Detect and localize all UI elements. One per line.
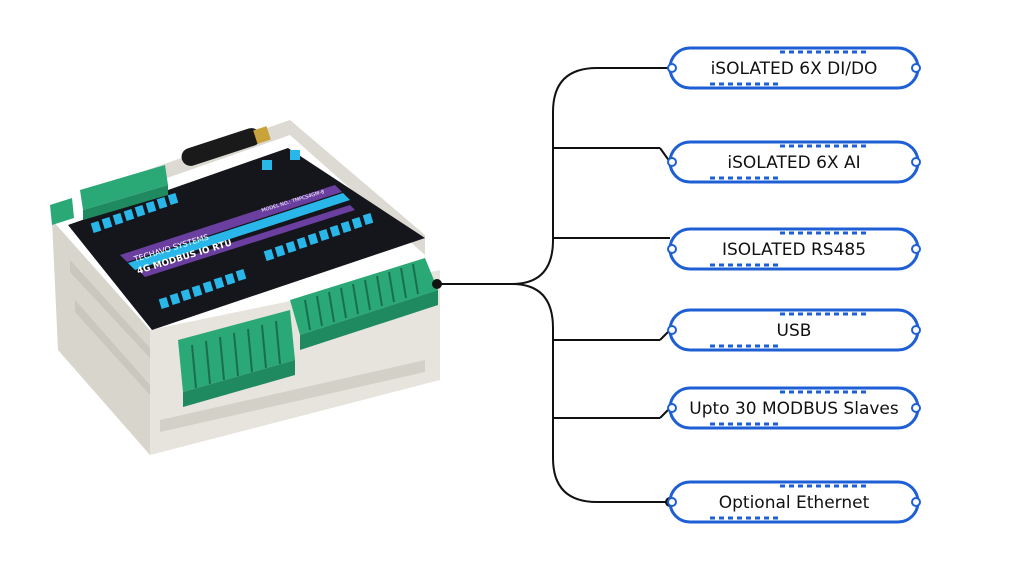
connector-root-dot <box>432 279 442 289</box>
pill-left-knob-icon <box>667 403 677 413</box>
feature-pill: Optional Ethernet <box>667 480 921 524</box>
feature-label: Upto 30 MODBUS Slaves <box>689 399 899 419</box>
pill-right-knob-icon <box>911 157 921 167</box>
feature-pills: iSOLATED 6X DI/DO iSOLATED 6X AI ISOLATED … <box>667 46 921 524</box>
led-row-upper <box>90 193 179 233</box>
pill-right-knob-icon <box>911 244 921 254</box>
feature-pill: Upto 30 MODBUS Slaves <box>667 386 921 430</box>
feature-pill: iSOLATED 6X DI/DO <box>667 46 921 90</box>
feature-pill: USB <box>667 308 921 352</box>
feature-pill: ISOLATED RS485 <box>667 227 921 271</box>
led-row-lower <box>158 269 247 309</box>
pill-left-knob-icon <box>667 157 677 167</box>
pill-left-knob-icon <box>667 325 677 335</box>
pill-right-knob-icon <box>911 497 921 507</box>
feature-label: ISOLATED RS485 <box>722 240 866 260</box>
terminal-block-top <box>80 165 168 220</box>
feature-label: USB <box>777 321 812 341</box>
terminal-block-right <box>290 258 438 350</box>
pill-right-knob-icon <box>911 325 921 335</box>
pill-right-knob-icon <box>911 63 921 73</box>
pill-left-knob-icon <box>667 244 677 254</box>
pill-left-knob-icon <box>667 497 677 507</box>
connector-branch-upper <box>511 67 670 285</box>
pill-left-knob-icon <box>667 63 677 73</box>
feature-pill: iSOLATED 6X AI <box>667 140 921 184</box>
feature-label: iSOLATED 6X AI <box>727 153 860 173</box>
led-row-right <box>263 213 374 261</box>
feature-label: iSOLATED 6X DI/DO <box>711 59 878 79</box>
feature-label: Optional Ethernet <box>719 493 870 513</box>
device-illustration: TECHAVO SYSTEMS 4G MODBUS IO RTU MODEL N… <box>50 120 440 455</box>
antenna-icon <box>181 126 271 166</box>
connector-branch-lower <box>511 283 670 503</box>
connector-lines <box>437 67 671 503</box>
terminal-block-left <box>50 198 74 225</box>
terminal-block-front <box>178 310 295 407</box>
pill-right-knob-icon <box>911 403 921 413</box>
